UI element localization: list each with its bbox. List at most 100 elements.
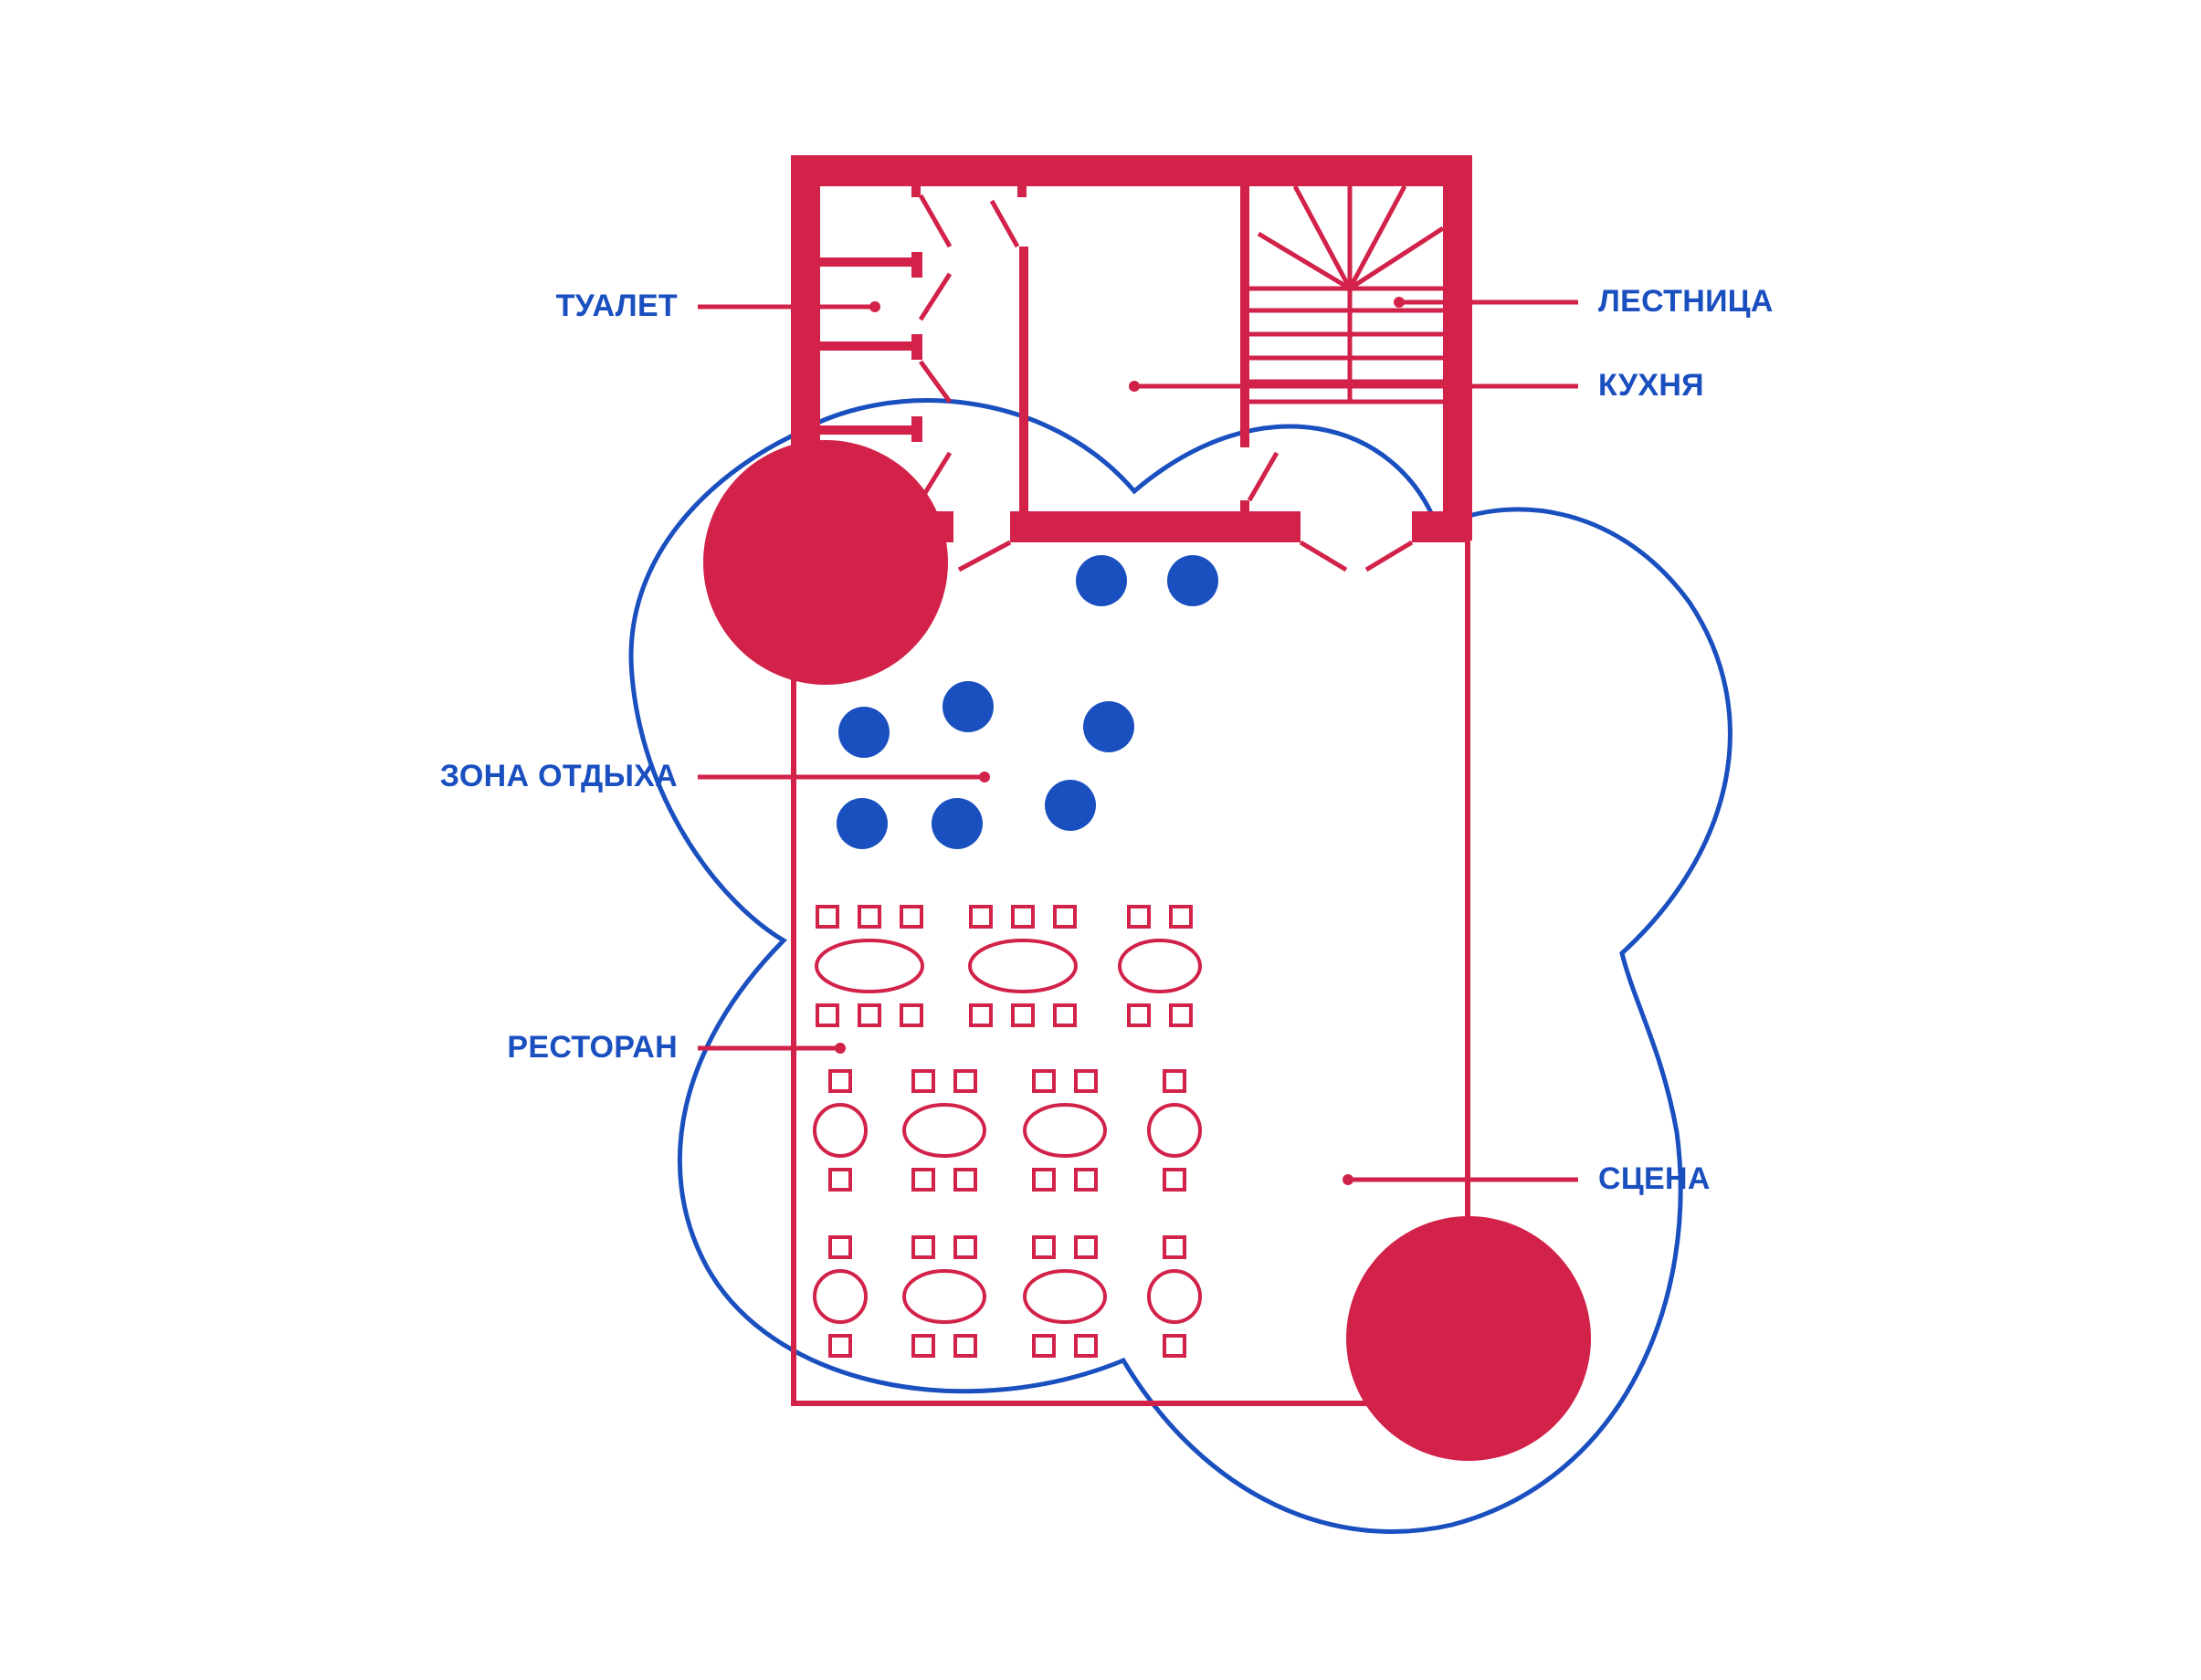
- door-swings: [918, 194, 1414, 572]
- chair: [911, 1168, 935, 1192]
- stage-circle: [1346, 1216, 1591, 1461]
- stall-partition-1: [820, 257, 921, 267]
- chair: [828, 1235, 852, 1259]
- chair: [953, 1334, 977, 1358]
- leader-dot-kitchen: [1129, 381, 1140, 392]
- stall-partition-2: [820, 341, 921, 351]
- stair-winder: [1348, 226, 1445, 291]
- stair-winder: [1257, 231, 1352, 291]
- chair: [1032, 1334, 1056, 1358]
- chair: [1011, 1003, 1035, 1027]
- chair: [1032, 1168, 1056, 1192]
- leader-dots: [835, 297, 1405, 1185]
- label-restaurant: РЕСТОРАН: [507, 1030, 678, 1065]
- table: [1118, 939, 1202, 993]
- chair: [1127, 1003, 1151, 1027]
- zone-outline: [628, 398, 1732, 1534]
- table: [1023, 1269, 1107, 1324]
- chair: [911, 1334, 935, 1358]
- stall-post-3: [911, 416, 922, 442]
- right-wall-lower: [1465, 542, 1470, 1218]
- door-swing: [1247, 451, 1280, 502]
- door-swing: [1364, 540, 1414, 572]
- door-swing: [918, 272, 953, 321]
- chair: [1163, 1334, 1186, 1358]
- stair-winder: [1347, 184, 1407, 290]
- lounge-seat: [838, 707, 890, 758]
- chair: [1163, 1168, 1186, 1192]
- chair: [953, 1069, 977, 1093]
- kitchen-left-wall: [1019, 247, 1028, 515]
- chair: [1074, 1235, 1098, 1259]
- lounge-seat: [1167, 555, 1218, 606]
- bottom-wall: [791, 1401, 1366, 1406]
- chair: [1074, 1334, 1098, 1358]
- door-swing: [918, 360, 953, 404]
- table: [1147, 1269, 1202, 1324]
- chair: [816, 1003, 839, 1027]
- chair: [1169, 905, 1193, 929]
- chair: [911, 1235, 935, 1259]
- lounge-seat: [1045, 780, 1096, 831]
- leader-dot-stairs: [1394, 297, 1405, 308]
- leader-dot-restaurant: [835, 1043, 846, 1054]
- leader-lines: [698, 299, 1578, 1182]
- leader-dot-lounge: [979, 772, 990, 782]
- chair: [1053, 905, 1077, 929]
- chair: [1032, 1235, 1056, 1259]
- lounge-seat: [943, 681, 994, 732]
- table: [813, 1269, 868, 1324]
- door-swing: [989, 199, 1020, 248]
- chair: [1011, 905, 1035, 929]
- chair: [828, 1334, 852, 1358]
- door-post-1: [911, 186, 921, 197]
- chair: [1074, 1168, 1098, 1192]
- door-post-3: [1240, 500, 1249, 513]
- table: [815, 939, 924, 993]
- chair: [900, 905, 923, 929]
- table: [813, 1103, 868, 1158]
- chair: [900, 1003, 923, 1027]
- door-post-2: [1017, 186, 1027, 197]
- leader-dot-stage: [1343, 1174, 1353, 1185]
- table: [902, 1269, 986, 1324]
- chair: [858, 1003, 881, 1027]
- label-lounge: ЗОНА ОТДЫХА: [440, 759, 678, 793]
- chair: [1163, 1069, 1186, 1093]
- building-walls: [791, 155, 1472, 1406]
- label-stage: СЦЕНА: [1598, 1161, 1711, 1196]
- chair: [816, 905, 839, 929]
- kitchen-right-wall: [1240, 186, 1249, 447]
- label-kitchen: КУХНЯ: [1598, 368, 1704, 403]
- chair: [828, 1069, 852, 1093]
- chair: [1074, 1069, 1098, 1093]
- chair: [953, 1168, 977, 1192]
- left-wall-lower: [791, 542, 796, 1406]
- chair: [953, 1235, 977, 1259]
- partition-wall-middle: [1010, 511, 1301, 542]
- restaurant-tables: [813, 905, 1202, 1358]
- label-stairs: ЛЕСТНИЦА: [1598, 284, 1774, 319]
- stall-post-1: [911, 252, 922, 278]
- chair: [828, 1168, 852, 1192]
- staircase: [1249, 184, 1445, 404]
- chair: [858, 905, 881, 929]
- door-swing: [1299, 540, 1348, 572]
- chair: [969, 905, 993, 929]
- chair: [1127, 905, 1151, 929]
- label-toilet: ТУАЛЕТ: [556, 289, 678, 323]
- lounge-seat: [837, 798, 888, 849]
- door-swing: [918, 194, 953, 248]
- chair: [1163, 1235, 1186, 1259]
- table: [1023, 1103, 1107, 1158]
- table: [1147, 1103, 1202, 1158]
- stair-winder: [1292, 184, 1353, 290]
- door-swing: [957, 540, 1012, 572]
- leader-dot-toilet: [869, 301, 880, 312]
- right-wall-upper: [1443, 155, 1472, 541]
- chair: [969, 1003, 993, 1027]
- stall-post-2: [911, 334, 922, 360]
- chair: [1169, 1003, 1193, 1027]
- lounge-seat: [1076, 555, 1127, 606]
